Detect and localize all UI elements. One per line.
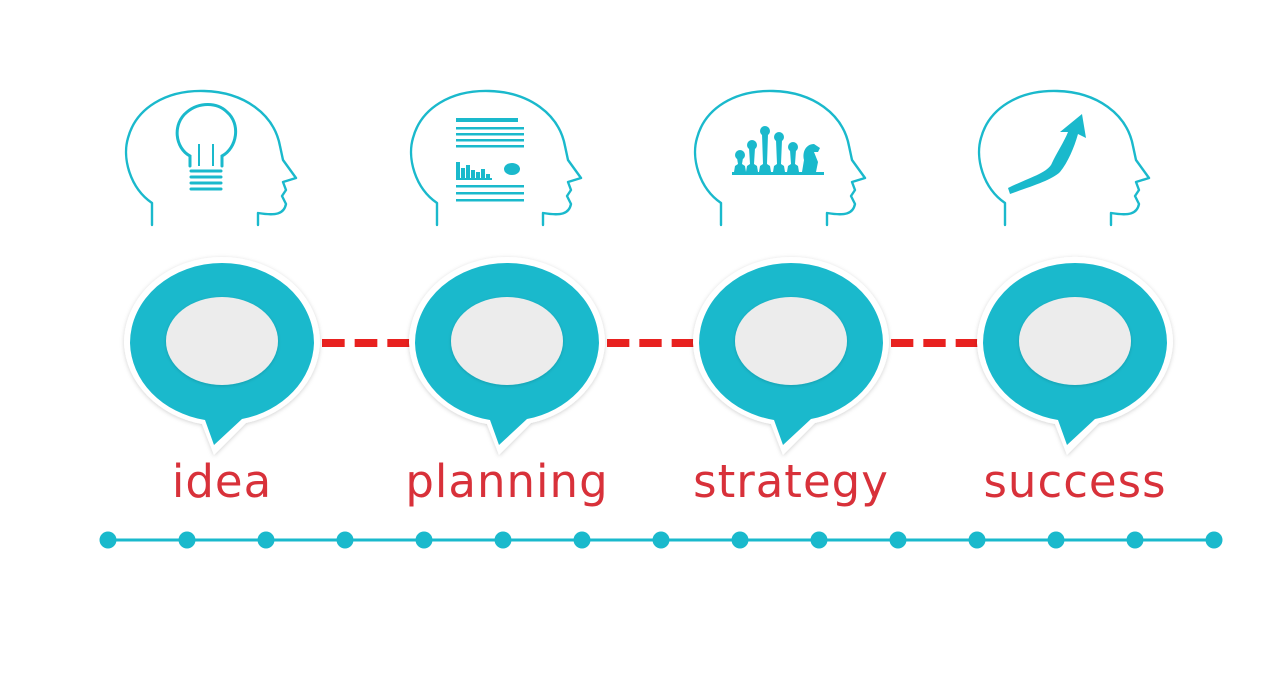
document-line	[456, 145, 524, 148]
step-marker-idea	[123, 256, 320, 455]
connector-dash	[639, 339, 662, 347]
connector-dash	[891, 339, 914, 347]
marker-center	[451, 297, 563, 385]
connectors	[322, 339, 978, 347]
chess-piece	[787, 150, 799, 172]
timeline-dot	[731, 531, 749, 549]
timeline-dot	[968, 531, 986, 549]
chess-piece	[759, 134, 771, 172]
connector-dash	[671, 339, 694, 347]
timeline-dot	[889, 531, 907, 549]
timeline-dot	[652, 531, 670, 549]
document-line	[456, 178, 492, 180]
head-icons	[124, 89, 1151, 227]
step-label-idea: idea	[171, 455, 273, 508]
timeline-dot	[336, 531, 354, 549]
document-line	[456, 118, 518, 122]
document-bar	[471, 170, 475, 178]
connector-dash	[955, 339, 978, 347]
timeline-dot	[573, 531, 591, 549]
timeline-dot	[810, 531, 828, 549]
connector-dash	[387, 339, 410, 347]
document-bar	[461, 168, 465, 178]
step-marker-success	[977, 256, 1173, 455]
upward-arrow	[1008, 114, 1086, 194]
chess-piece-top	[735, 150, 745, 160]
upward-arrow-head-icon	[977, 89, 1151, 227]
marker-center	[1019, 297, 1131, 385]
connector-dash	[354, 339, 378, 347]
marker-center	[735, 297, 847, 385]
connector-dash	[923, 339, 946, 347]
document-line	[456, 127, 524, 130]
chess-piece	[746, 148, 758, 172]
document-line	[456, 133, 524, 136]
timeline-dot	[257, 531, 275, 549]
chess-piece-top	[747, 140, 757, 150]
document-bar	[476, 172, 480, 178]
marker-center	[166, 297, 278, 385]
step-marker-planning	[409, 257, 605, 455]
timeline-dot	[1126, 531, 1144, 549]
timeline-dot	[1205, 531, 1223, 549]
lightbulb-head-icon	[124, 89, 298, 227]
chess-piece	[734, 158, 746, 172]
document-line	[456, 185, 524, 188]
chess-piece	[773, 140, 785, 172]
connector-dash	[607, 339, 630, 347]
document-bar	[486, 174, 490, 178]
head-outline	[977, 89, 1151, 227]
timeline-dot	[178, 531, 196, 549]
step-markers	[123, 256, 1173, 455]
head-content	[732, 126, 824, 175]
head-outline	[693, 89, 867, 227]
step-label-strategy: strategy	[693, 455, 889, 508]
chess-piece-top	[774, 132, 784, 142]
head-outline	[409, 89, 583, 227]
timeline-dot	[494, 531, 512, 549]
lightbulb-glass	[175, 103, 238, 168]
document-bar	[456, 162, 460, 178]
head-content	[456, 118, 524, 202]
document-chart-head-icon	[409, 89, 583, 227]
step-label-planning: planning	[405, 455, 609, 508]
head-outline	[124, 89, 298, 227]
document-line	[456, 192, 524, 195]
timeline	[99, 531, 1223, 549]
head-content	[1008, 114, 1086, 194]
document-bar	[466, 165, 470, 178]
step-marker-strategy	[693, 257, 889, 455]
chess-piece-top	[788, 142, 798, 152]
head-content	[175, 103, 238, 191]
step-label-success: success	[983, 455, 1167, 508]
chess-pieces-head-icon	[693, 89, 867, 227]
timeline-dot	[415, 531, 433, 549]
document-pie	[504, 163, 520, 175]
lightbulb-filament	[198, 144, 214, 166]
chess-board	[732, 172, 824, 175]
document-bar	[481, 169, 485, 178]
chess-piece-top	[760, 126, 770, 136]
timeline-dot	[99, 531, 117, 549]
timeline-dot	[1047, 531, 1065, 549]
document-line	[456, 139, 524, 142]
document-line	[456, 199, 524, 202]
connector-dash	[322, 339, 345, 347]
chess-knight	[802, 144, 820, 172]
